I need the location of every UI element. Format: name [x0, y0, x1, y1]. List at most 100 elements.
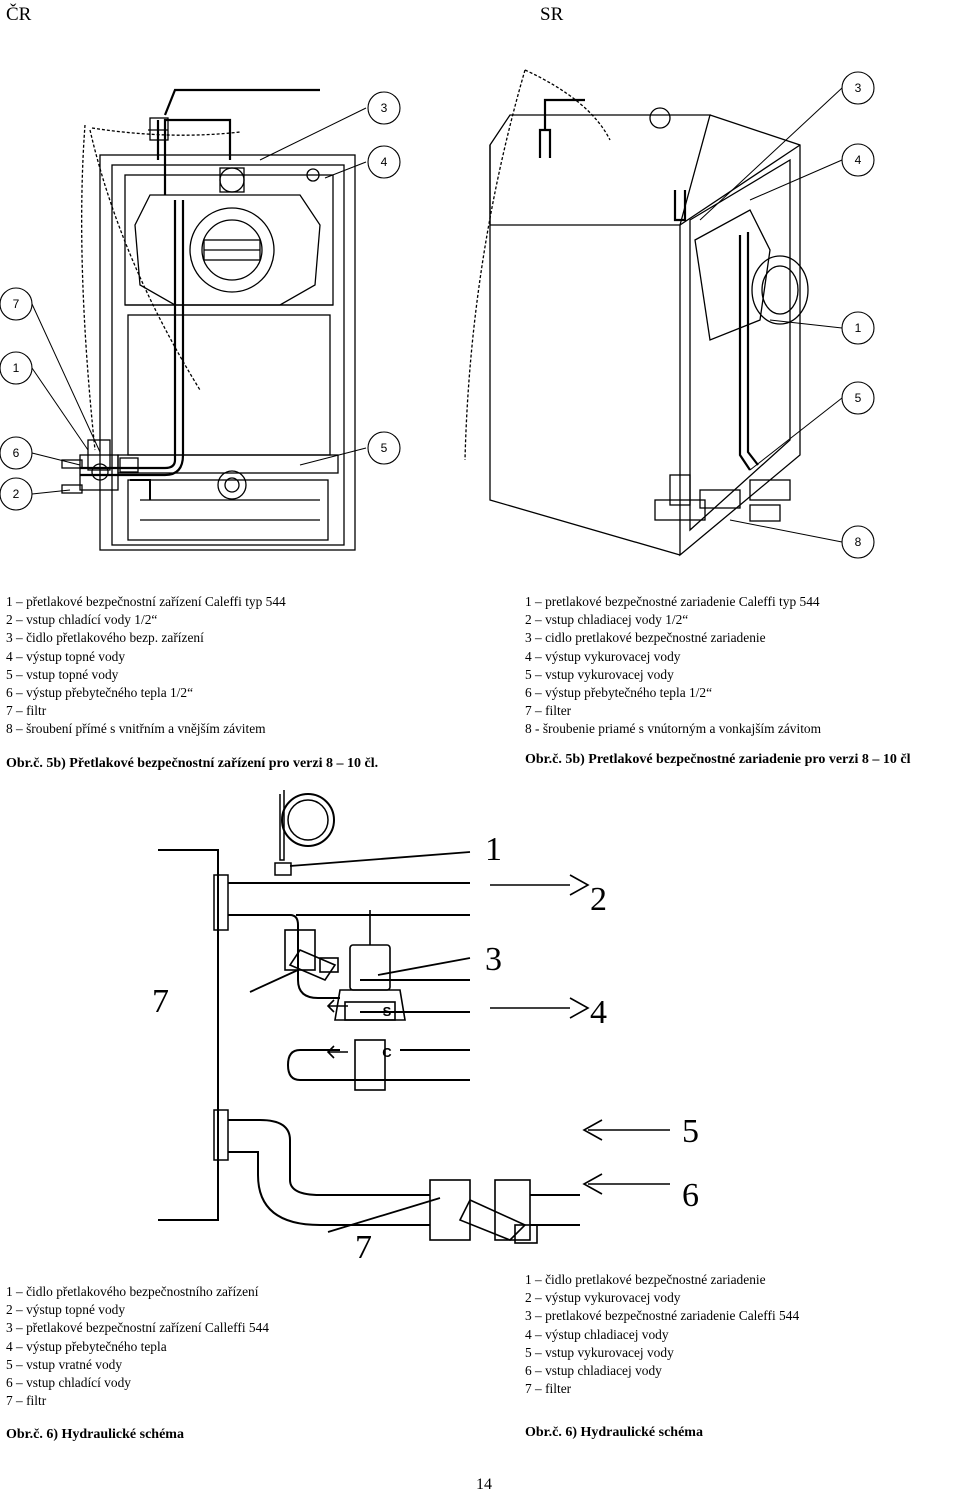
- figure5-legend-sk: 1 – pretlakové bezpečnostné zariadenie C…: [525, 593, 821, 739]
- callout-circle: [841, 143, 875, 177]
- figure5-caption-cz: Obr.č. 5b) Přetlakové bezpečnostní zaříz…: [6, 756, 379, 771]
- callout-label: 5: [381, 441, 388, 455]
- header-lang-cz: ČR: [6, 4, 32, 25]
- callout-label: 8: [855, 535, 862, 549]
- figure5-legend-cz: 1 – přetlakové bezpečnostní zařízení Cal…: [6, 593, 286, 739]
- figure6-legend-cz: 1 – čidlo přetlakového bezpečnostního za…: [6, 1283, 269, 1410]
- legend-item: 7 – filtr: [6, 1393, 47, 1409]
- callout-label: 4: [855, 153, 862, 167]
- legend-item: 1 – čidlo pretlakové bezpečnostné zariad…: [525, 1272, 766, 1287]
- callout-circle: [367, 91, 401, 125]
- pipes: [228, 882, 580, 1226]
- callout-circle: [0, 351, 33, 385]
- callout-circle: [841, 311, 875, 345]
- safety-valve-caleffi: [334, 910, 406, 1091]
- legend-item: 3 – cidlo pretlakové bezpečnostné zariad…: [525, 630, 766, 646]
- strainer-filter-upper: [284, 929, 339, 981]
- callout-label: 1: [13, 361, 20, 375]
- overheat-loop-pipes: [80, 88, 320, 477]
- legend-item: 2 – výstup topné vody: [6, 1302, 126, 1318]
- callout-label: 2: [13, 487, 20, 501]
- schematic-label: 7: [355, 1229, 372, 1260]
- callout-label: 3: [855, 81, 862, 95]
- callout-label: 1: [855, 321, 862, 335]
- callout-circle: [367, 145, 401, 179]
- legend-item: 8 – šroubení přímé s vnitřním a vnějším …: [6, 721, 266, 737]
- burner-opening: [649, 107, 809, 341]
- legend-item: 5 – vstup vratné vody: [6, 1356, 123, 1372]
- callouts-sk: [841, 71, 875, 559]
- schematic-label: 5: [682, 1113, 699, 1150]
- callout-label: 3: [381, 101, 388, 115]
- legend-item: 7 – filter: [525, 1381, 572, 1397]
- label-leaders: [249, 851, 471, 1233]
- figure6-caption-sk: Obr.č. 6) Hydraulické schéma: [525, 1425, 703, 1440]
- legend-item: 3 – pretlakové bezpečnostné zariadenie C…: [525, 1308, 800, 1324]
- valve-marks: [326, 999, 348, 1059]
- figure5-caption-sk: Obr.č. 5b) Pretlakové bezpečnostné zaria…: [525, 752, 911, 767]
- callouts-cz: [0, 91, 401, 511]
- callout-leaders: [699, 87, 843, 543]
- legend-item: 6 – výstup přebytečného tepla 1/2“: [525, 685, 713, 701]
- legend-item: 3 – čidlo přetlakového bezp. zařízení: [6, 630, 204, 646]
- header-lang-sk: SR: [540, 4, 564, 25]
- overheat-loop-pipes: [538, 98, 759, 471]
- legend-item: 3 – přetlakové bezpečnostní zařízení Cal…: [6, 1320, 270, 1336]
- page-number: 14: [476, 1476, 492, 1493]
- callout-circle: [0, 287, 33, 321]
- legend-item: 2 – vstup chladiacej vody 1/2“: [525, 612, 689, 628]
- callout-label: 6: [13, 446, 20, 460]
- legend-item: 1 – přetlakové bezpečnostní zařízení Cal…: [6, 594, 286, 609]
- legend-item: 6 – vstup chladiacej vody: [525, 1363, 662, 1379]
- legend-item: 5 – vstup topné vody: [6, 666, 119, 682]
- capillary-line: [464, 69, 611, 461]
- boiler-front-drawing-cz: 3 4 7 1 6 2 5: [0, 88, 401, 551]
- legend-item: 1 – čidlo přetlakového bezpečnostního za…: [6, 1284, 259, 1299]
- callout-label: 5: [855, 391, 862, 405]
- legend-item: 4 – výstup vykurovacej vody: [525, 648, 681, 664]
- boiler-body-perspective: [489, 114, 801, 557]
- callout-leaders: [31, 107, 367, 495]
- legend-item: 5 – vstup vykurovacej vody: [525, 666, 674, 682]
- callout-label: 7: [13, 297, 20, 311]
- capillary-line: [81, 124, 241, 451]
- schematic-label: 1: [485, 831, 502, 868]
- callout-circle: [0, 436, 33, 470]
- valve-letter: C: [382, 1045, 392, 1060]
- legend-item: 1 – pretlakové bezpečnostné zariadenie C…: [525, 594, 820, 609]
- schematic-label: 6: [682, 1177, 699, 1214]
- legend-item: 7 – filter: [525, 703, 572, 719]
- sensor-bulb: [274, 790, 335, 876]
- boiler-outline: [158, 849, 229, 1221]
- callout-circle: [367, 431, 401, 465]
- figure6-caption-cz: Obr.č. 6) Hydraulické schéma: [6, 1427, 184, 1442]
- boiler-perspective-drawing-sk: 3 4 1 5 8: [464, 69, 875, 559]
- valve-letter: S: [383, 1004, 392, 1019]
- schematic-label: 2: [590, 881, 607, 918]
- schematic-label: 4: [590, 994, 607, 1031]
- callout-circle: [841, 71, 875, 105]
- strainer-filter-lower: [429, 1179, 538, 1244]
- arrows: [490, 874, 670, 1195]
- legend-item: 2 – vstup chladící vody 1/2“: [6, 612, 158, 628]
- valve-assembly: [61, 439, 247, 500]
- callout-circle: [0, 477, 33, 511]
- legend-item: 4 – výstup chladiacej vody: [525, 1326, 669, 1342]
- valve-assembly: [654, 474, 791, 522]
- legend-item: 6 – vstup chladící vody: [6, 1375, 131, 1391]
- figure6-legend-sk: 1 – čidlo pretlakové bezpečnostné zariad…: [525, 1271, 799, 1398]
- legend-item: 5 – vstup vykurovacej vody: [525, 1344, 674, 1360]
- legend-item: 6 – výstup přebytečného tepla 1/2“: [6, 685, 194, 701]
- legend-item: 4 – výstup přebytečného tepla: [6, 1338, 167, 1354]
- legend-item: 4 – výstup topné vody: [6, 648, 126, 664]
- burner-opening: [134, 167, 321, 306]
- callout-circle: [841, 525, 875, 559]
- legend-item: 2 – výstup vykurovacej vody: [525, 1290, 681, 1306]
- legend-item: 8 - šroubenie priamé s vnútorným a vonka…: [525, 721, 822, 737]
- hydraulic-schematic: 1 2 3 4 5 6 7 7 S C: [152, 790, 699, 1260]
- schematic-label: 7: [152, 983, 169, 1020]
- legend-item: 7 – filtr: [6, 703, 47, 719]
- callout-label: 4: [381, 155, 388, 169]
- schematic-label: 3: [485, 941, 502, 978]
- callout-circle: [841, 381, 875, 415]
